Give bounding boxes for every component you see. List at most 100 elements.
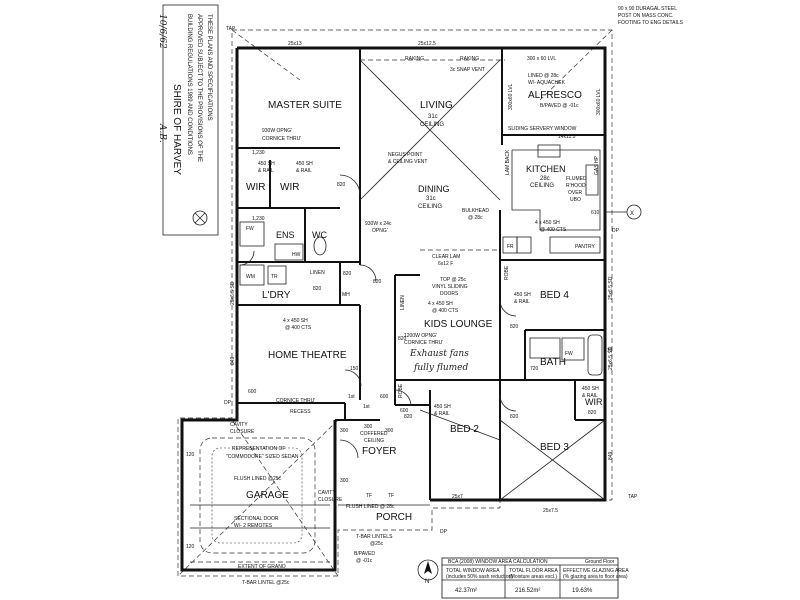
dimension-610: 610 [591, 210, 600, 216]
sectional-door-note: SECTIONAL DOOR [234, 516, 279, 522]
coffered-ceiling-note: 300 [364, 424, 373, 430]
fridge-label: FR [507, 244, 514, 250]
stamp-line-3: BUILDING REGULATIONS 1989 AND CONDITIONS [186, 14, 192, 155]
dimension-1230: 1,230 [252, 150, 265, 156]
ceiling-hip [419, 409, 501, 441]
window-dimension: 25x7 [452, 494, 463, 500]
side-window-dimension: 25x6.5 SD [608, 346, 614, 370]
door-swing [344, 369, 362, 387]
living-ceiling-height: 31c [428, 114, 438, 120]
kids-opening-note: 1200W OPNG' [404, 333, 437, 339]
tap-label: TAP [628, 494, 638, 500]
dining-ceiling-height: 31c [426, 196, 436, 202]
sliding-door-height: TOP @ 25c [440, 277, 467, 283]
cavity-closure-note: CAVITY [318, 490, 336, 496]
downpipe-label: DP [440, 529, 448, 535]
stamp-initials: A.B. [157, 123, 167, 143]
cavity-closure-note: CAVITY [230, 422, 248, 428]
alfresco-paving-note: B/PAVED @ -01c [540, 103, 579, 109]
door-size-820: 820 [313, 286, 322, 292]
alfresco-lintel-dim: 300x60 LVL [596, 88, 602, 115]
door-size-820: 820 [510, 324, 519, 330]
handwritten-flumed-note: fully flumed [413, 363, 468, 373]
stamp-border [162, 4, 219, 236]
kids-cornice-note: CORNICE THRU' [404, 340, 443, 346]
door-swing [239, 250, 255, 266]
tf-label: TF [388, 493, 394, 499]
kitchen-window-note: 4 x 450 SH [535, 220, 560, 226]
floor-waste-label: FW [246, 226, 254, 232]
tap-label: TAP [226, 26, 236, 32]
dimension-300: 300 [340, 478, 349, 484]
stamp-line-2: APPROVED SUBJECT TO THE PROVISIONS OF TH… [196, 14, 202, 162]
table-value: 216.52m² [515, 588, 540, 594]
lam-back-note: LAM BACK [505, 149, 511, 175]
porch-lining-note: FLUSH LINED @ 28c [346, 504, 395, 510]
room-label-bed-3: BED 3 [540, 442, 569, 453]
door-swing [394, 389, 412, 407]
side-window-dimension: 849 [608, 451, 614, 460]
x-section-marker-icon: X [626, 204, 642, 220]
door-size-820: 820 [588, 410, 597, 416]
post-note-3: FOOTING TO ENG DETAILS [618, 20, 684, 26]
garage-lintel-note: T-BAR LINTEL @25c [242, 580, 290, 586]
dimension-300: 300 [385, 428, 394, 434]
dimension-120: 120 [186, 544, 195, 550]
pantry-label: PANTRY [575, 244, 595, 250]
table-level: Ground Floor [585, 559, 615, 565]
theatre-window-note: 4 x 450 SH [283, 318, 308, 324]
negus-point-note: NEGUS POINT [388, 152, 422, 158]
dimension-600: 600 [248, 389, 257, 395]
toilet [313, 236, 327, 256]
over-note: OVER [568, 190, 583, 196]
room-label-laundry: L'DRY [262, 290, 291, 301]
bulkhead-height: @ 28c [468, 215, 483, 221]
room-label-bed-4: BED 4 [540, 290, 569, 301]
linen-label: LINEN [310, 270, 325, 276]
table-header: TOTAL FLOOR AREA [509, 568, 558, 574]
room-label-master-suite: MASTER SUITE [268, 100, 342, 111]
wir-shelf-note: 450 SH [258, 161, 275, 167]
ubo-note: UBO [570, 197, 581, 203]
door-swing [339, 174, 361, 196]
servery-window-size: 14x11.5 [558, 134, 576, 140]
alfresco-aquachek-note: W/- AQUACHEK [528, 80, 566, 86]
pantry-box [549, 236, 601, 254]
dimension-120: 120 [186, 452, 195, 458]
gas-hp-note: GAS HP [594, 155, 600, 175]
wir-rail-note: & RAIL [258, 168, 274, 174]
external-wall [237, 46, 607, 502]
dimension-600: 600 [400, 408, 409, 414]
north-arrow-icon: N [417, 559, 439, 585]
dimension-1230: 1,230 [252, 216, 265, 222]
handwritten-exhaust-note: Exhaust fans [409, 349, 469, 359]
wir-shelf-note: 450 SH [296, 161, 313, 167]
washing-machine-label: WM [246, 274, 255, 280]
dimension-600: 600 [380, 394, 389, 400]
kitchen-ceiling-label: CEILING [530, 183, 554, 189]
door-swing [359, 264, 377, 282]
table-header: TOTAL WINDOW AREA [446, 568, 500, 574]
dimension-150: 150 [350, 366, 359, 372]
roof-hip-line [539, 29, 613, 101]
room-label-home-theatre: HOME THEATRE [268, 350, 347, 361]
sliding-door-note: DOORS [440, 291, 459, 297]
room-label-wc: WC [312, 230, 327, 240]
roof-outline [177, 29, 613, 577]
master-cornice-note: CORNICE THRU' [262, 136, 301, 142]
stamp-x-mark-icon [192, 210, 208, 226]
table-subheader: (includes 50% sash reduction) [446, 574, 513, 580]
bathtub [587, 334, 603, 376]
dimension-300: 300 [340, 428, 349, 434]
side-window-dimension: 25x6.5 SD [230, 281, 236, 305]
cavity-closure-note: CLOSURE [230, 429, 255, 435]
kitchen-window-spacing: @ 400 CTS [540, 227, 567, 233]
raking-note: RAKING [405, 56, 424, 62]
room-label-wir: WIR [585, 397, 603, 407]
snap-vent-note: 3c SNAP VENT [450, 67, 485, 73]
linen-label: LINEN [400, 295, 406, 310]
bed2-rail-note: & RAIL [434, 411, 450, 417]
dining-ceiling-label: CEILING [418, 204, 442, 210]
wir-shelf-note: 450 SH [582, 386, 599, 392]
